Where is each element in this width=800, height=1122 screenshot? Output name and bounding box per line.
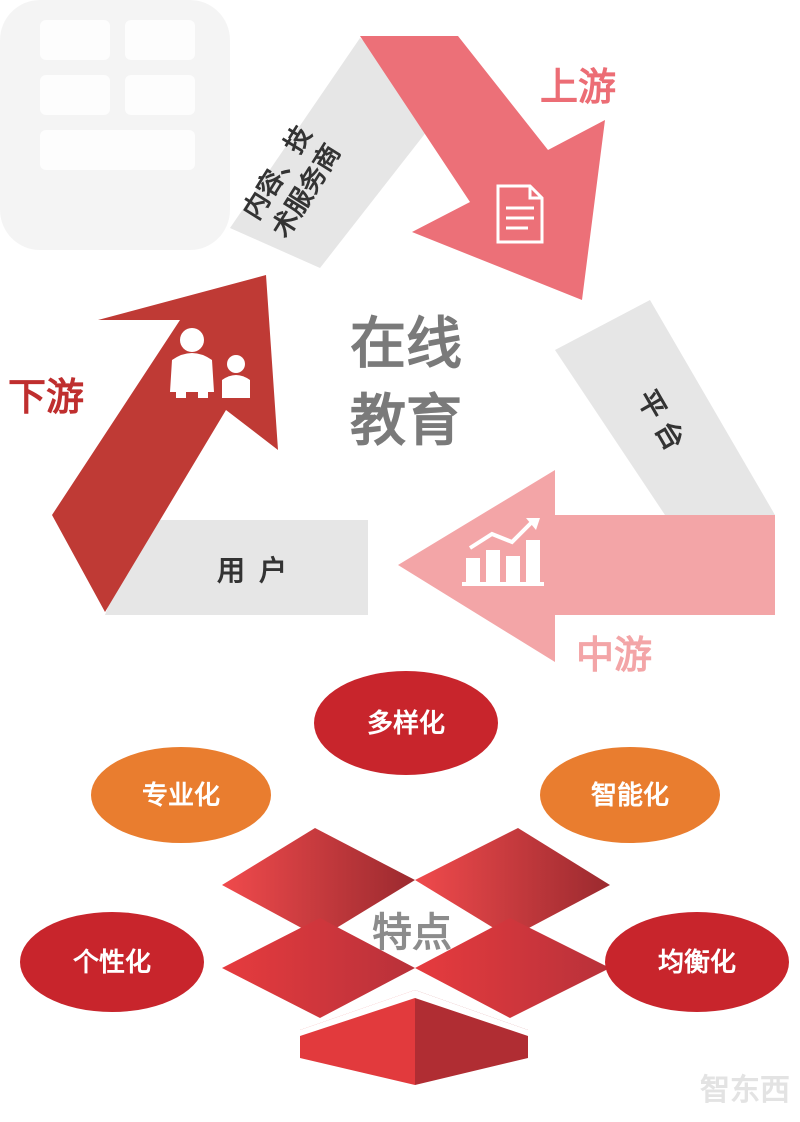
downstream-gray-band bbox=[105, 520, 368, 615]
downstream-role-label: 用户 bbox=[217, 554, 301, 587]
feature-oval-professional: 专业化 bbox=[91, 747, 271, 843]
midstream-stage-label: 中游 bbox=[576, 633, 652, 677]
watermark: 智东西 bbox=[700, 1073, 790, 1108]
upstream-stage-label: 上游 bbox=[540, 65, 616, 109]
feature-oval-personalized: 个性化 bbox=[20, 912, 204, 1012]
box-flap-top-left bbox=[222, 828, 415, 938]
box-flap-top-right bbox=[415, 828, 610, 938]
box-flap-bottom-left bbox=[222, 918, 415, 1018]
feature-oval-balanced: 均衡化 bbox=[605, 912, 789, 1012]
family-icon bbox=[170, 328, 250, 398]
feature-oval-intelligent: 智能化 bbox=[540, 747, 720, 843]
feature-label-intelligent: 智能化 bbox=[591, 780, 669, 811]
feature-label-professional: 专业化 bbox=[142, 781, 220, 811]
center-label-line2: 教育 bbox=[350, 389, 462, 454]
upstream-arrow bbox=[360, 36, 605, 300]
center-label-line1: 在线 bbox=[350, 312, 462, 377]
document-icon bbox=[496, 184, 544, 244]
upstream-gray-band bbox=[230, 38, 445, 268]
box-front-right bbox=[415, 990, 528, 1085]
box-flap-bottom-right bbox=[415, 918, 610, 1018]
open-box bbox=[222, 828, 610, 1085]
midstream-arrow bbox=[398, 470, 775, 662]
feature-label-balanced: 均衡化 bbox=[658, 947, 736, 978]
downstream-segment: 下游 用户 bbox=[8, 275, 368, 615]
downstream-arrow bbox=[52, 275, 278, 612]
upstream-segment: 上游 内容、技 术服务商 bbox=[230, 36, 616, 300]
background-decoration bbox=[0, 0, 230, 250]
downstream-stage-label: 下游 bbox=[8, 375, 84, 419]
features-center-label: 特点 bbox=[372, 910, 452, 956]
midstream-segment: 中游 平台 bbox=[398, 300, 775, 677]
feature-oval-diverse: 多样化 bbox=[314, 671, 498, 775]
feature-label-personalized: 个性化 bbox=[73, 948, 151, 978]
box-front-left bbox=[300, 990, 415, 1085]
midstream-gray-band bbox=[555, 300, 775, 515]
feature-label-diverse: 多样化 bbox=[367, 708, 445, 739]
growth-chart-icon bbox=[462, 518, 544, 586]
